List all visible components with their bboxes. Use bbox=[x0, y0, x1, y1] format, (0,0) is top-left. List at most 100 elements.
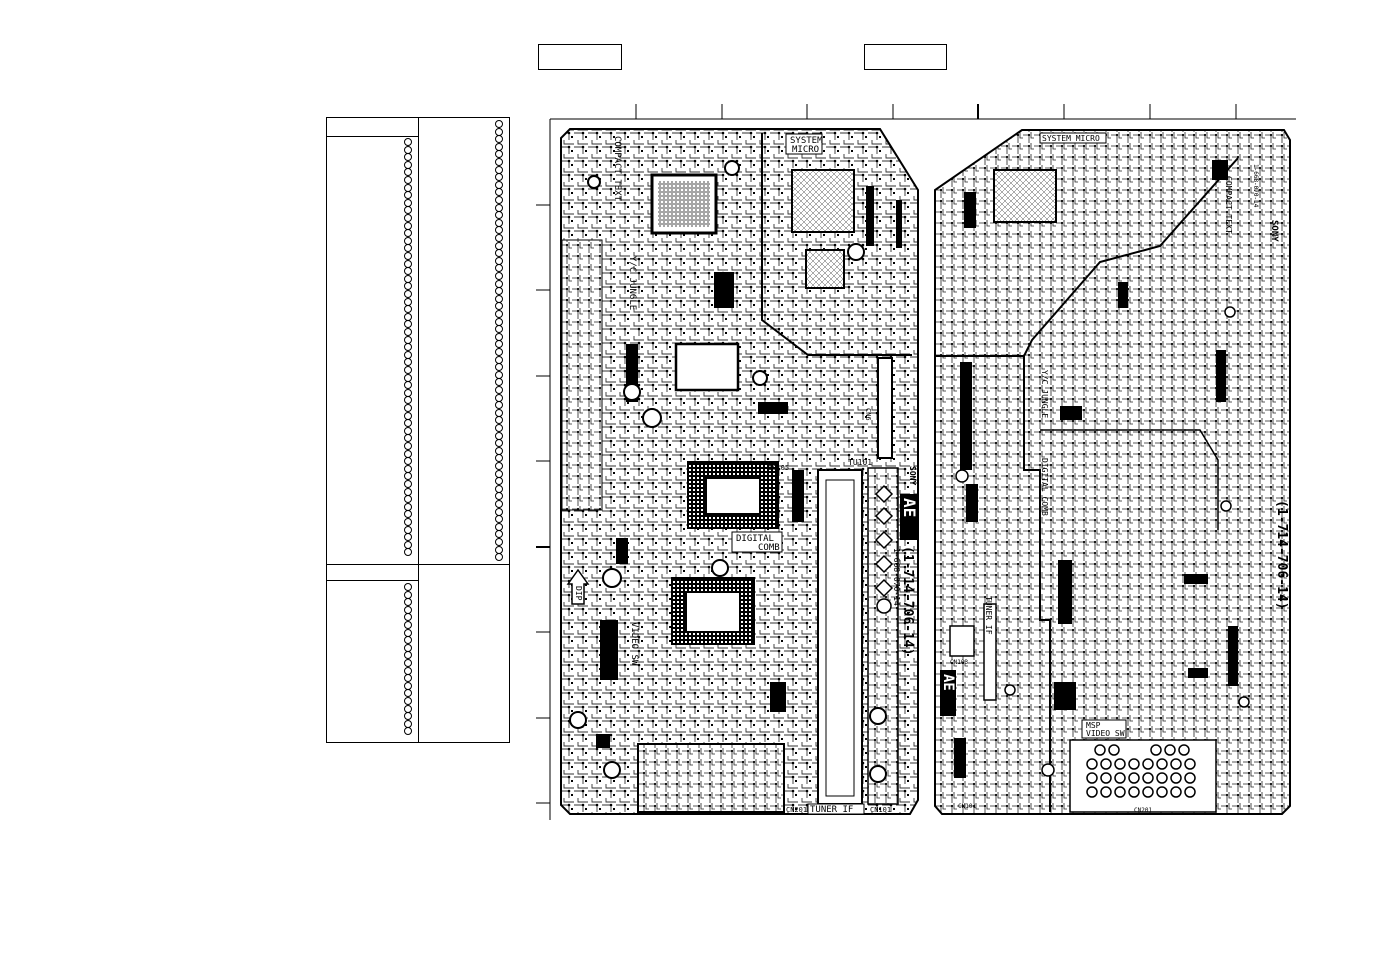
ref-mark bbox=[495, 203, 503, 212]
system-micro-label-left-1: SYSTEM bbox=[790, 136, 823, 146]
video-sw-label-left: VIDEO SW bbox=[629, 622, 639, 666]
ref-mark bbox=[404, 153, 412, 162]
video-sw-label-right: VIDEO SW bbox=[1086, 729, 1125, 738]
ref-mark bbox=[404, 464, 412, 473]
ref-mark bbox=[495, 317, 503, 326]
compact-text-label-right: COMPACT TEXT bbox=[1224, 176, 1233, 234]
ref-mark bbox=[404, 350, 412, 359]
ref-mark bbox=[404, 176, 412, 184]
part-number-left: 1-668-070-14 bbox=[892, 548, 901, 606]
ref-mark bbox=[404, 168, 412, 177]
ref-mark bbox=[404, 381, 412, 390]
ref-mark bbox=[495, 439, 503, 448]
ref-mark bbox=[495, 408, 503, 417]
ref-mark bbox=[495, 393, 503, 402]
ref-mark bbox=[495, 348, 503, 356]
ref-mark bbox=[495, 378, 503, 387]
ref-mark bbox=[495, 142, 503, 151]
ref-mark bbox=[404, 191, 412, 200]
ref-mark bbox=[404, 605, 412, 614]
cn201-pins-right bbox=[1086, 744, 1196, 798]
ae-label-left: AE bbox=[900, 498, 919, 517]
ref-mark bbox=[404, 540, 412, 549]
ref-mark bbox=[495, 158, 503, 166]
digital-comb-label-right: DIGITAL COMB bbox=[1040, 458, 1049, 516]
cn101-label-left: CN101 bbox=[870, 806, 891, 814]
ref-mark bbox=[495, 264, 503, 273]
ref-mark bbox=[404, 145, 412, 154]
ref-mark bbox=[404, 411, 412, 420]
msp-label-right: MSP bbox=[1086, 721, 1101, 730]
ref-mark bbox=[404, 636, 412, 645]
part-number-right: 1-668-070-14 bbox=[1252, 164, 1259, 208]
ref-mark bbox=[404, 198, 412, 207]
ref-mark bbox=[404, 651, 412, 660]
cn201-label-right: CN201 bbox=[1134, 807, 1152, 814]
ref-mark bbox=[404, 244, 412, 253]
ref-mark bbox=[404, 457, 412, 466]
ref-mark bbox=[495, 241, 503, 250]
ref-mark bbox=[404, 358, 412, 367]
ref-mark bbox=[404, 426, 412, 435]
ref-mark bbox=[495, 310, 503, 318]
ref-mark bbox=[404, 533, 412, 542]
ref-mark bbox=[495, 173, 503, 182]
ae-label-right: AE bbox=[940, 674, 956, 691]
ref-mark bbox=[404, 335, 412, 344]
ref-mark bbox=[495, 386, 503, 394]
ref-mark bbox=[404, 583, 412, 591]
ref-mark bbox=[495, 272, 503, 280]
ref-mark bbox=[404, 681, 412, 690]
ref-mark bbox=[404, 290, 412, 298]
ref-mark bbox=[404, 320, 412, 329]
ref-mark bbox=[495, 424, 503, 432]
ref-mark bbox=[495, 135, 503, 144]
ref-mark bbox=[404, 674, 412, 683]
brand-left: SONY bbox=[908, 466, 917, 485]
ref-mark bbox=[495, 446, 503, 455]
ref-mark bbox=[495, 120, 503, 128]
ref-mark bbox=[404, 628, 412, 637]
ref-mark bbox=[404, 510, 412, 519]
ref-mark bbox=[495, 279, 503, 288]
ref-mark bbox=[495, 249, 503, 258]
ref-mark bbox=[495, 188, 503, 197]
ref-mark bbox=[404, 719, 412, 728]
ref-mark bbox=[495, 355, 503, 364]
ref-mark bbox=[404, 548, 412, 557]
comb-label-left: COMB bbox=[758, 543, 780, 553]
ref-mark bbox=[495, 196, 503, 204]
ref-mark bbox=[495, 530, 503, 539]
ref-mark bbox=[404, 396, 412, 405]
ref-mark bbox=[404, 282, 412, 291]
ref-mark bbox=[495, 507, 503, 516]
ref-mark bbox=[404, 221, 412, 230]
brand-right: SONY bbox=[1269, 220, 1279, 242]
ref-mark bbox=[404, 487, 412, 496]
ref-mark bbox=[495, 515, 503, 524]
ref-mark bbox=[495, 500, 503, 508]
svg-text:DIP: DIP bbox=[574, 586, 583, 601]
ref-mark bbox=[495, 234, 503, 242]
tu101-label-left: TU101 bbox=[848, 458, 872, 467]
ref-mark bbox=[404, 297, 412, 306]
reference-table bbox=[326, 117, 510, 743]
ref-mark bbox=[495, 325, 503, 334]
ref-mark bbox=[495, 431, 503, 440]
ref-mark bbox=[495, 180, 503, 189]
system-micro-label-right: SYSTEM MICRO bbox=[1042, 134, 1100, 143]
ref-mark bbox=[404, 495, 412, 504]
ref-mark bbox=[404, 621, 412, 629]
ref-mark bbox=[495, 226, 503, 235]
compact-text-label-left: COMPACT TEXT bbox=[612, 136, 622, 202]
right-pcb-board: SYSTEM MICRO COMPACT TEXT Y/C JUNGLE DIG… bbox=[934, 129, 1291, 815]
ref-mark bbox=[404, 183, 412, 192]
ref-mark bbox=[404, 472, 412, 481]
ref-mark bbox=[495, 492, 503, 501]
board-number-right: (1-714-706-14) bbox=[1274, 500, 1289, 610]
ref-mark bbox=[404, 214, 412, 222]
board-number-left: (1-714-706-14) bbox=[900, 546, 915, 656]
ref-mark bbox=[404, 404, 412, 412]
ref-mark bbox=[495, 256, 503, 265]
ref-mark bbox=[404, 229, 412, 238]
